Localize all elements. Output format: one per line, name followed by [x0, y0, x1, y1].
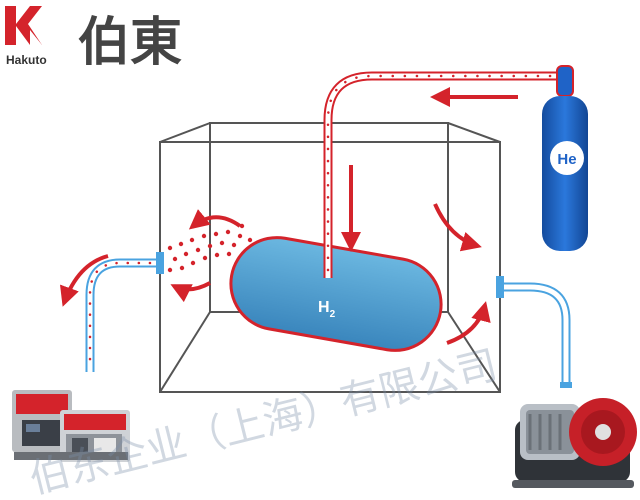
exhaust-arrow	[59, 254, 109, 307]
vacuum-pump-icon	[512, 398, 637, 488]
helium-leak-particles	[167, 223, 253, 273]
hakuto-k-logo-icon	[5, 6, 42, 45]
test-tank: H2	[229, 236, 443, 352]
tank-label: H2	[318, 299, 336, 320]
leak-detector-icon	[12, 390, 130, 462]
helium-cylinder-icon: He	[542, 65, 588, 251]
detector-line	[85, 252, 164, 372]
brand-name-en: Hakuto	[6, 53, 47, 67]
diffusion-arrow-right-bottom	[446, 301, 491, 345]
brand-name-cn: 伯東	[78, 13, 182, 73]
diffusion-arrow-left-top	[188, 209, 242, 230]
flow-arrows	[59, 87, 518, 345]
cylinder-label: He	[557, 151, 576, 168]
helium-supply-line	[323, 71, 570, 278]
diffusion-arrow-right-top	[433, 203, 482, 252]
hakuto-logo: Hakuto 伯東	[5, 6, 182, 73]
diffusion-arrow-left-bottom	[170, 281, 211, 303]
vacuum-chamber	[159, 122, 501, 393]
pump-line	[496, 276, 572, 388]
